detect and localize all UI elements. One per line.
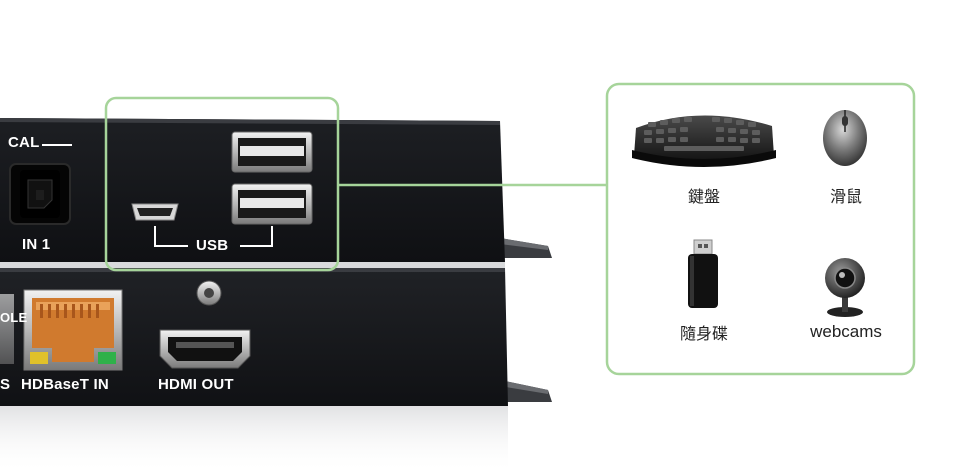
hdbaset-in-label: HDBaseT IN (21, 376, 109, 393)
usb-drive-name: 隨身碟 (679, 324, 728, 343)
mounting-ear-top (500, 238, 552, 258)
usb-a-port-upper (231, 131, 313, 173)
s-label: S (0, 376, 11, 393)
hdmi-out-port (159, 329, 251, 369)
optical-label: CAL (8, 134, 40, 151)
mounting-ear-bottom (500, 380, 552, 402)
in1-label: IN 1 (22, 236, 51, 253)
usb-drive-icon (688, 239, 718, 308)
webcam-name: webcams (810, 322, 882, 341)
hdmi-out-label: HDMI OUT (158, 376, 234, 393)
webcam-icon (825, 258, 865, 317)
keyboard-name: 鍵盤 (687, 187, 720, 206)
mouse-icon (823, 110, 867, 166)
usb-highlight-box (104, 96, 340, 272)
mouse-name: 滑鼠 (829, 187, 862, 206)
ole-label: OLE (0, 310, 28, 325)
ground-screw (196, 280, 222, 306)
usb-label: USB (196, 237, 229, 254)
usb-a-port-lower (231, 183, 313, 225)
optical-port (9, 163, 71, 225)
mini-usb-port (131, 203, 179, 221)
hdbaset-rj45-port (23, 289, 123, 371)
keyboard-icon (632, 115, 776, 167)
